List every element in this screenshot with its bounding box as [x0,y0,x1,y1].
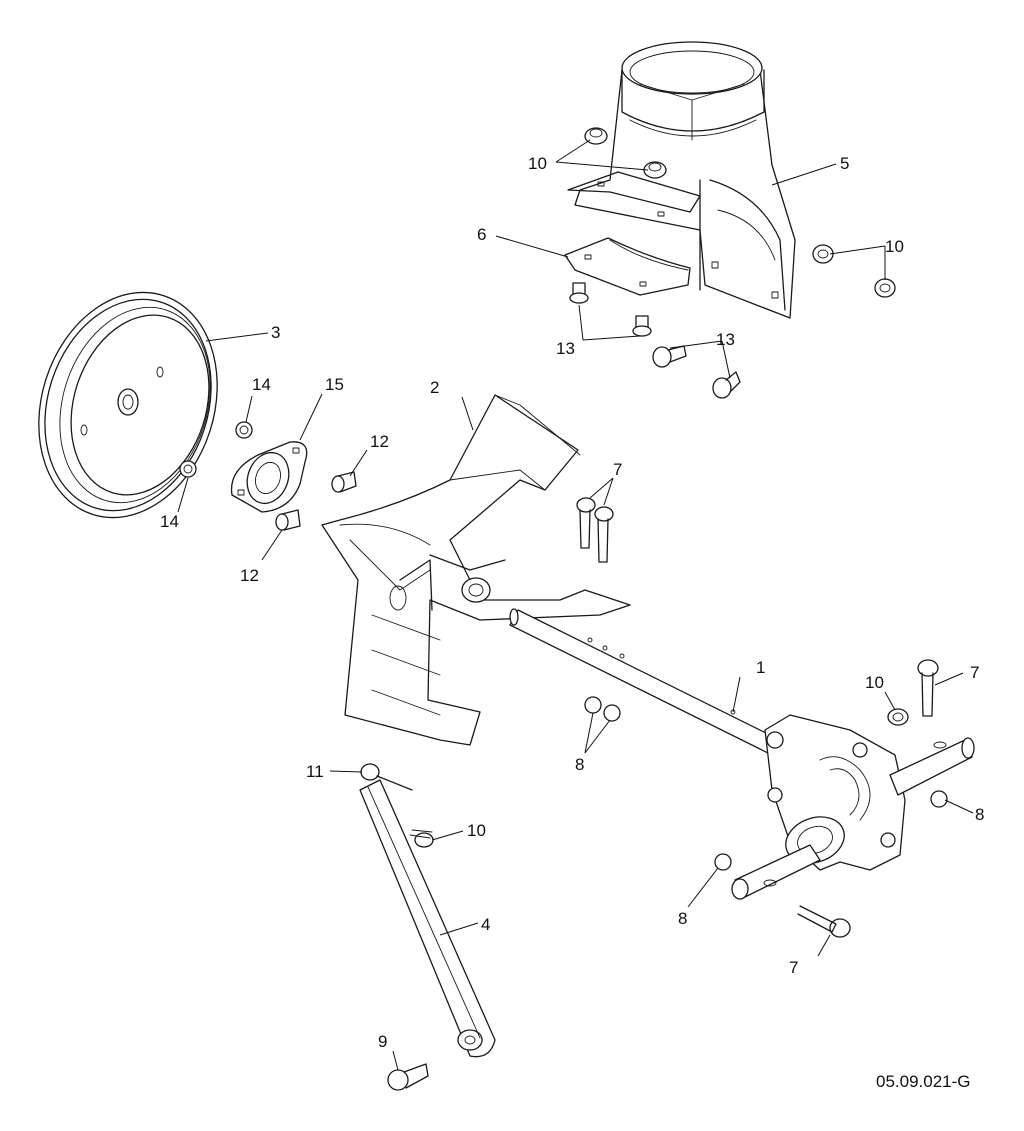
callout-6: 6 [477,225,486,244]
carriage-bolt-13-a [569,282,589,304]
callout-labels: 1 2 3 4 5 6 7 7 7 8 8 8 9 10 10 10 10 11… [160,154,984,1051]
callout-7-c: 7 [789,958,798,977]
callout-13-a: 13 [556,339,575,358]
pulley-part [38,291,218,519]
flange-nut-10-f [409,829,434,848]
callout-10-b: 10 [885,237,904,256]
gearbox-part [731,714,975,900]
callout-15: 15 [325,375,344,394]
carriage-bolt-13-c [652,345,687,368]
callout-14-a: 14 [252,375,271,394]
nut-14-b [179,460,197,478]
nut-8-a [584,696,621,722]
bolt-7-d [797,905,851,938]
flange-nut-10-a [584,127,608,145]
bolt-7-a [576,497,596,549]
rod-part [359,779,496,1058]
callout-1: 1 [756,658,765,677]
callout-9: 9 [378,1032,387,1051]
impeller-housing-part [321,394,631,746]
nut-8-c [714,853,732,871]
callout-10-c: 10 [865,673,884,692]
bolt-7-b [594,506,614,563]
flange-nut-10-e [887,708,909,726]
figure-code: 05.09.021-G [876,1072,971,1091]
chute-housing-part [567,41,796,319]
callout-10-a: 10 [528,154,547,173]
nut-8-b [930,790,948,808]
pin-9 [387,1063,429,1091]
callout-8-c: 8 [678,909,687,928]
callout-13-b: 13 [716,330,735,349]
bolt-7-c [917,659,939,717]
lower-plate-part [564,237,691,296]
flange-bearing-part [230,441,308,513]
callout-10-d: 10 [467,821,486,840]
flange-nut-10-d [874,278,896,298]
carriage-bolt-13-b [632,315,652,337]
callout-8-b: 8 [975,805,984,824]
callout-5: 5 [840,154,849,173]
flange-nut-10-b [643,161,667,179]
callout-12-a: 12 [370,432,389,451]
callout-12-b: 12 [240,566,259,585]
callout-11: 11 [306,762,324,781]
callout-3: 3 [271,323,280,342]
leader-lines [177,139,974,1071]
callout-7-b: 7 [970,663,979,682]
callout-8-a: 8 [575,755,584,774]
pin-12-a [331,471,357,493]
pin-12-b [275,509,301,531]
callout-14-b: 14 [160,512,179,531]
carriage-bolt-13-d [712,371,741,399]
nut-14-a [235,421,253,439]
callout-7-a: 7 [613,460,622,479]
callout-2: 2 [430,378,439,397]
callout-4: 4 [481,915,490,934]
